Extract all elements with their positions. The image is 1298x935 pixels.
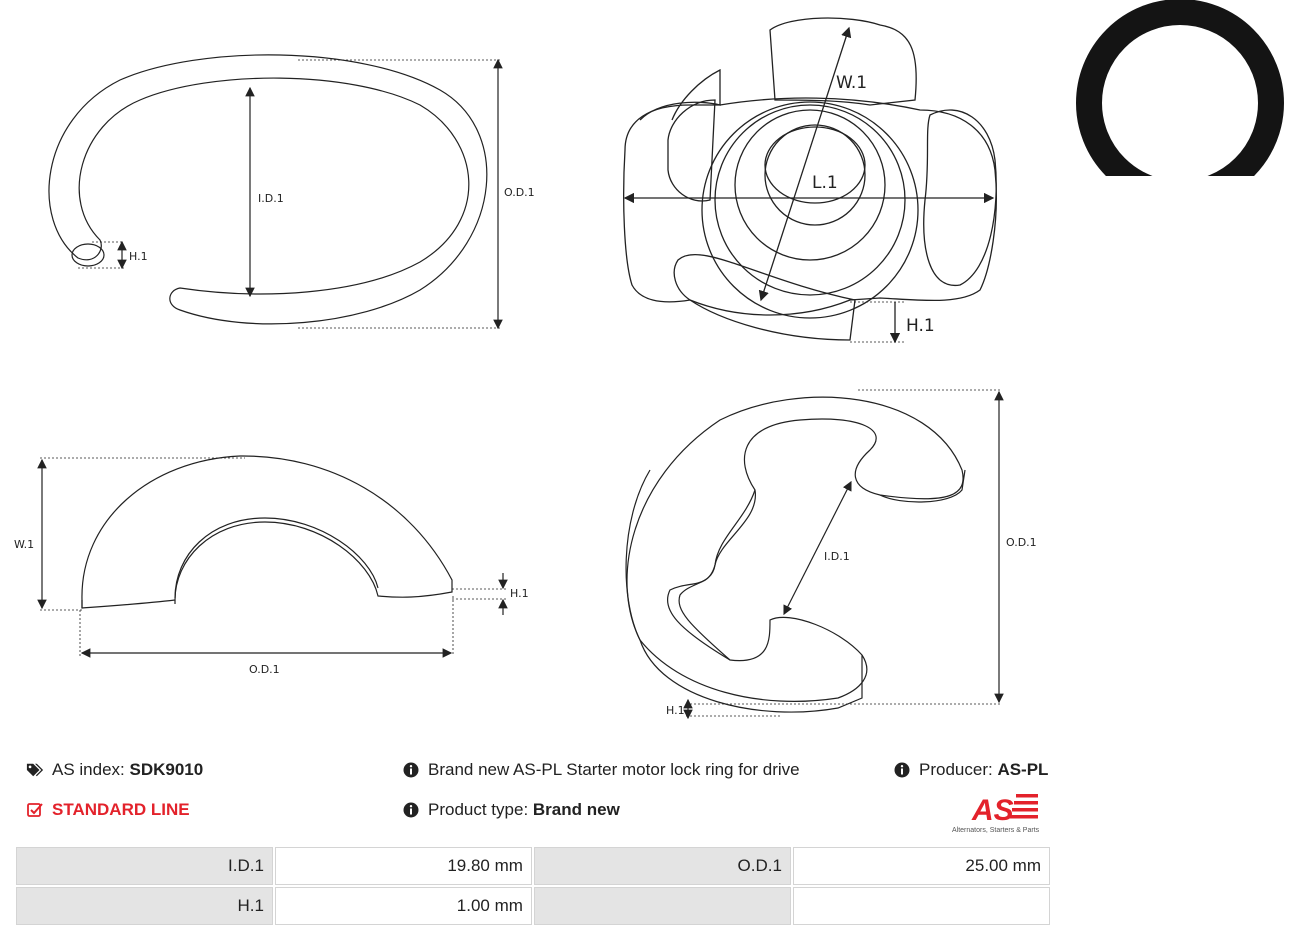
product-type-label: Product type: (428, 800, 529, 819)
label-w-side: W.1 (14, 538, 34, 551)
producer-label: Producer: (919, 760, 993, 779)
standard-line-label: STANDARD LINE (52, 800, 190, 819)
product-description: Brand new AS-PL Starter motor lock ring … (402, 760, 800, 780)
producer-value: AS-PL (997, 760, 1049, 779)
label-h-persp: H.1 (906, 316, 935, 336)
label-h-side: H.1 (510, 587, 529, 600)
spec-key: O.D.1 (533, 847, 791, 885)
standard-line: STANDARD LINE (26, 800, 190, 820)
spec-table: I.D.1 19.80 mm O.D.1 25.00 mm H.1 1.00 m… (14, 845, 1052, 927)
product-photo (1076, 0, 1284, 176)
label-l-persp: L.1 (812, 173, 838, 193)
as-index-label: AS index: (52, 760, 125, 779)
drawings-svg: I.D.1 O.D.1 H.1 W.1 L.1 H.1 (14, 0, 1284, 720)
ring-clip-drawing (625, 389, 1004, 720)
spec-key: I.D.1 (16, 847, 273, 885)
spec-key (533, 887, 791, 925)
spec-key: H.1 (16, 887, 273, 925)
ring-top-view-drawing (48, 54, 503, 330)
spec-value: 25.00 mm (792, 847, 1050, 885)
checkbox-checked-icon (27, 803, 43, 817)
as-index: AS index: SDK9010 (26, 760, 203, 780)
label-w-persp: W.1 (836, 73, 867, 93)
logo-tagline: Alternators, Starters & Parts (952, 827, 1040, 834)
producer: Producer: AS-PL (893, 760, 1048, 780)
tags-icon (26, 763, 44, 777)
logo-mark: AS (971, 794, 1014, 827)
label-od-top: O.D.1 (504, 186, 535, 199)
table-row: H.1 1.00 mm (16, 887, 1050, 925)
as-index-value: SDK9010 (129, 760, 204, 779)
label-od-clip: O.D.1 (1006, 536, 1037, 549)
label-id-top: I.D.1 (258, 192, 284, 205)
label-id-clip: I.D.1 (824, 550, 850, 563)
description-text: Brand new AS-PL Starter motor lock ring … (428, 760, 800, 779)
ring-perspective-drawing (623, 17, 997, 344)
spec-value: 19.80 mm (274, 847, 532, 885)
product-type: Product type: Brand new (402, 800, 620, 820)
ring-side-drawing (37, 455, 508, 658)
logo-svg: AS Alternators, Starters & Parts (952, 794, 1040, 834)
label-od-side: O.D.1 (249, 663, 280, 676)
spec-value (792, 887, 1050, 925)
technical-drawings: I.D.1 O.D.1 H.1 W.1 L.1 H.1 (14, 0, 1284, 720)
product-type-value: Brand new (532, 800, 620, 819)
info-icon (403, 802, 419, 818)
table-row: I.D.1 19.80 mm O.D.1 25.00 mm (16, 847, 1050, 885)
info-icon (894, 762, 910, 778)
label-h-top: H.1 (129, 250, 148, 263)
info-icon (403, 762, 419, 778)
spec-value: 1.00 mm (274, 887, 532, 925)
as-pl-logo: AS Alternators, Starters & Parts (950, 790, 1054, 834)
label-h-clip: H.1 (666, 704, 685, 717)
